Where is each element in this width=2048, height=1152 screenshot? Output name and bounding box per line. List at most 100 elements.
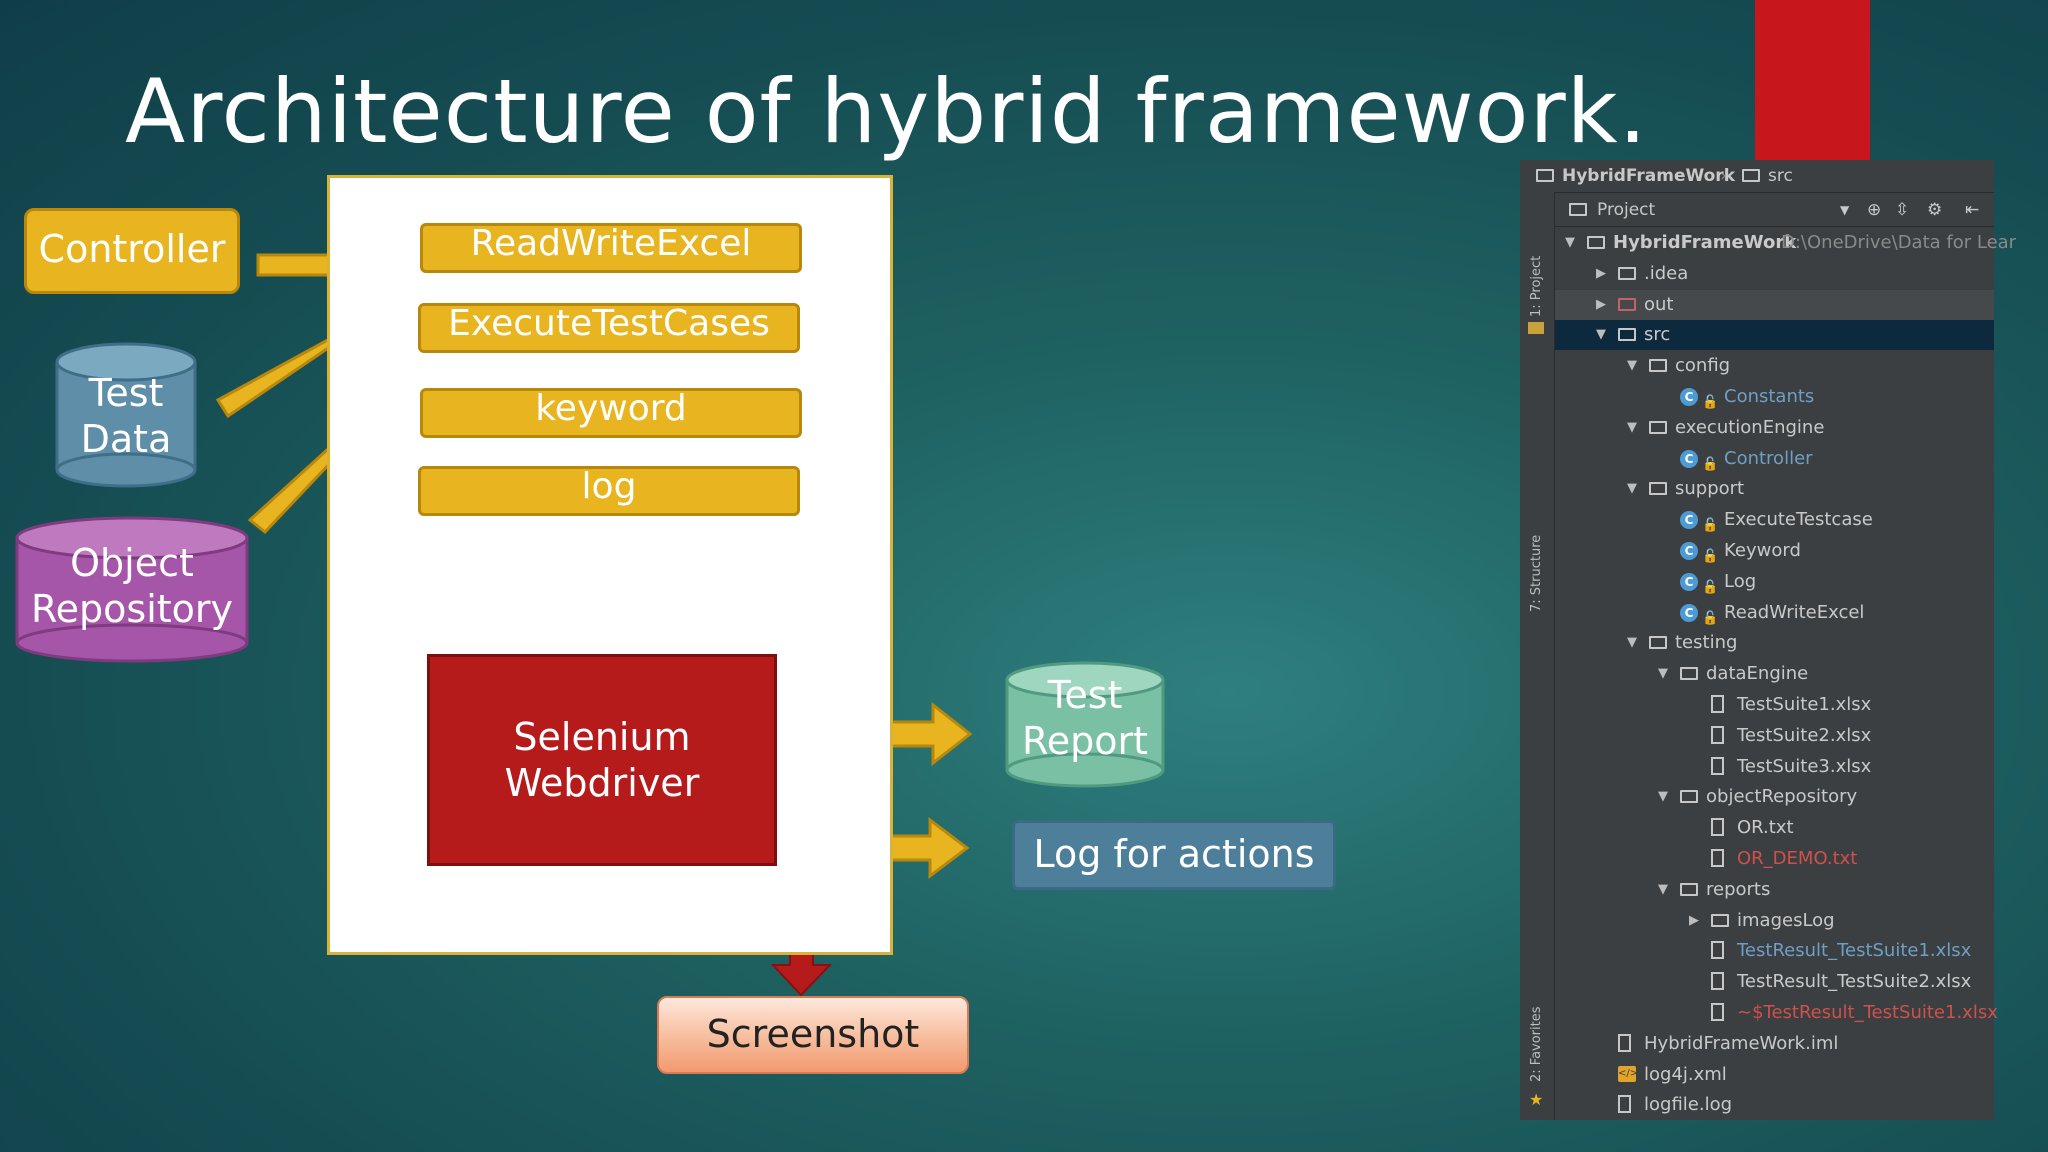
class-icon: C [1680, 449, 1698, 468]
breadcrumb-project[interactable]: HybridFrameWork [1562, 166, 1735, 186]
tree-item-label: ExecuteTestcase [1724, 509, 1873, 531]
folder-icon [1618, 266, 1636, 280]
side-tab-structure[interactable]: 7: Structure [1529, 534, 1544, 612]
tree-row[interactable]: 🔓C Log [1555, 567, 1994, 597]
xml-icon: </> [1618, 1065, 1638, 1082]
tree-item-label: TestSuite1.xlsx [1737, 694, 1872, 715]
tree-row[interactable]: OR.txt [1555, 813, 1994, 843]
ide-side-tabs: 1: Project 7: Structure 2: Favorites ★ [1520, 192, 1555, 1120]
collapse-arrow-icon[interactable]: ▶ [1596, 265, 1606, 281]
unlock-icon: 🔓 [1702, 579, 1719, 595]
tree-row[interactable]: ▶out [1555, 289, 1994, 320]
file-icon [1711, 972, 1724, 991]
tree-row[interactable]: TestSuite1.xlsx [1555, 690, 1994, 720]
red-accent-bar [1755, 0, 1870, 160]
locate-icon[interactable]: ⊕ [1867, 200, 1882, 220]
project-view-dropdown[interactable]: Project [1597, 200, 1656, 220]
tree-row[interactable]: TestResult_TestSuite2.xlsx [1555, 967, 1994, 997]
expand-arrow-icon[interactable]: ▼ [1565, 235, 1575, 250]
cylinder-test-report [1005, 661, 1165, 788]
gear-icon[interactable]: ⚙ [1927, 200, 1943, 220]
tree-row[interactable]: ▼ executionEngine [1555, 413, 1994, 443]
project-tab-icon [1528, 322, 1544, 334]
test-data-line2: Data [80, 417, 172, 461]
expand-arrow-icon[interactable]: ▼ [1627, 635, 1637, 651]
tree-item-label: Log [1724, 570, 1757, 592]
folder-icon [1742, 169, 1760, 182]
file-icon [1618, 1033, 1631, 1052]
project-root-path: D:\OneDrive\Data for Lear [1781, 232, 2017, 253]
tree-row[interactable]: ▶ imagesLog [1555, 906, 1994, 936]
expand-arrow-icon[interactable]: ▼ [1627, 481, 1637, 497]
tree-row[interactable]: ~$TestResult_TestSuite1.xlsx [1555, 998, 1998, 1028]
tree-row[interactable]: logfile.log [1555, 1090, 1994, 1120]
tree-row[interactable]: TestSuite2.xlsx [1555, 721, 1994, 751]
tree-item-label: dataEngine [1706, 663, 1809, 685]
hide-panel-icon[interactable]: ⇤ [1965, 200, 1980, 220]
expand-arrow-icon[interactable]: ▼ [1658, 881, 1668, 897]
folder-icon [1587, 236, 1605, 249]
expand-arrow-icon[interactable]: ▼ [1658, 666, 1668, 682]
ide-project-toolbar: Project ▼ ⊕ ⇳ ⚙ ⇤ [1555, 194, 1994, 227]
object-repo-line2: Repository [30, 587, 234, 631]
collapse-icon[interactable]: ⇳ [1895, 200, 1910, 220]
framework-item-log: log [418, 466, 800, 516]
tree-row[interactable]: TestSuite3.xlsx [1555, 752, 1994, 782]
tree-row[interactable]: HybridFrameWork.iml [1555, 1029, 1994, 1059]
tree-item-label: src [1644, 324, 1671, 346]
file-icon [1711, 941, 1724, 960]
class-icon: C [1680, 572, 1698, 591]
tree-item-label: Controller [1724, 447, 1813, 469]
tree-item-label: log4j.xml [1644, 1063, 1727, 1085]
breadcrumb-src[interactable]: src [1768, 166, 1793, 186]
test-data-line1: Test [88, 371, 164, 415]
tree-row[interactable]: ▼ support [1555, 474, 1994, 504]
expand-arrow-icon[interactable]: ▼ [1658, 789, 1668, 805]
tree-row[interactable]: </> log4j.xml [1555, 1060, 1994, 1090]
tree-row[interactable]: TestResult_TestSuite1.xlsx [1555, 936, 1994, 966]
tree-row[interactable]: ▼ reports [1555, 875, 1994, 905]
ide-breadcrumb-bar: HybridFrameWork › src [1520, 160, 1994, 193]
side-tab-favorites[interactable]: 2: Favorites [1529, 1006, 1544, 1082]
tree-row[interactable]: ▼ dataEngine [1555, 659, 1994, 689]
screenshot-box: Screenshot [657, 996, 969, 1074]
tree-item-label: imagesLog [1737, 909, 1835, 931]
tree-row[interactable]: ▼ src [1555, 320, 1994, 351]
collapse-arrow-icon[interactable]: ▶ [1689, 912, 1699, 928]
expand-arrow-icon[interactable]: ▼ [1627, 419, 1637, 435]
tree-row[interactable]: ▼objectRepository [1555, 782, 1994, 812]
tree-item-label: Keyword [1724, 540, 1801, 561]
unlock-icon: 🔓 [1702, 395, 1719, 410]
star-icon: ★ [1529, 1090, 1544, 1109]
side-tab-project[interactable]: 1: Project [1529, 255, 1544, 317]
expand-arrow-icon[interactable]: ▼ [1627, 358, 1637, 374]
tree-item-label: TestResult_TestSuite1.xlsx [1737, 940, 1972, 962]
tree-item-label: HybridFrameWork [1613, 232, 1797, 253]
file-icon [1711, 756, 1724, 775]
tree-item-label: logfile.log [1644, 1094, 1733, 1116]
unlock-icon: 🔓 [1702, 610, 1719, 626]
expand-arrow-icon[interactable]: ▼ [1596, 327, 1606, 343]
tree-item-label: config [1675, 355, 1731, 377]
dropdown-arrow-icon[interactable]: ▼ [1840, 203, 1850, 217]
tree-row[interactable]: ▼ config [1555, 351, 1994, 381]
folder-icon [1649, 482, 1667, 496]
tree-row[interactable]: ▼testing [1555, 628, 1994, 658]
tree-item-label: reports [1706, 878, 1771, 900]
tree-item-label: executionEngine [1675, 416, 1825, 438]
tree-item-label: TestSuite3.xlsx [1737, 755, 1872, 777]
test-report-line2: Report [1022, 719, 1148, 763]
tree-item-label: support [1675, 478, 1745, 500]
tree-row[interactable]: OR_DEMO.txt [1555, 844, 1994, 874]
project-view-icon [1569, 203, 1587, 216]
folder-icon [1649, 420, 1667, 434]
collapse-arrow-icon[interactable]: ▶ [1596, 296, 1606, 312]
controller-box: Controller [24, 208, 240, 294]
tree-row[interactable]: ▶.idea [1555, 259, 1994, 289]
